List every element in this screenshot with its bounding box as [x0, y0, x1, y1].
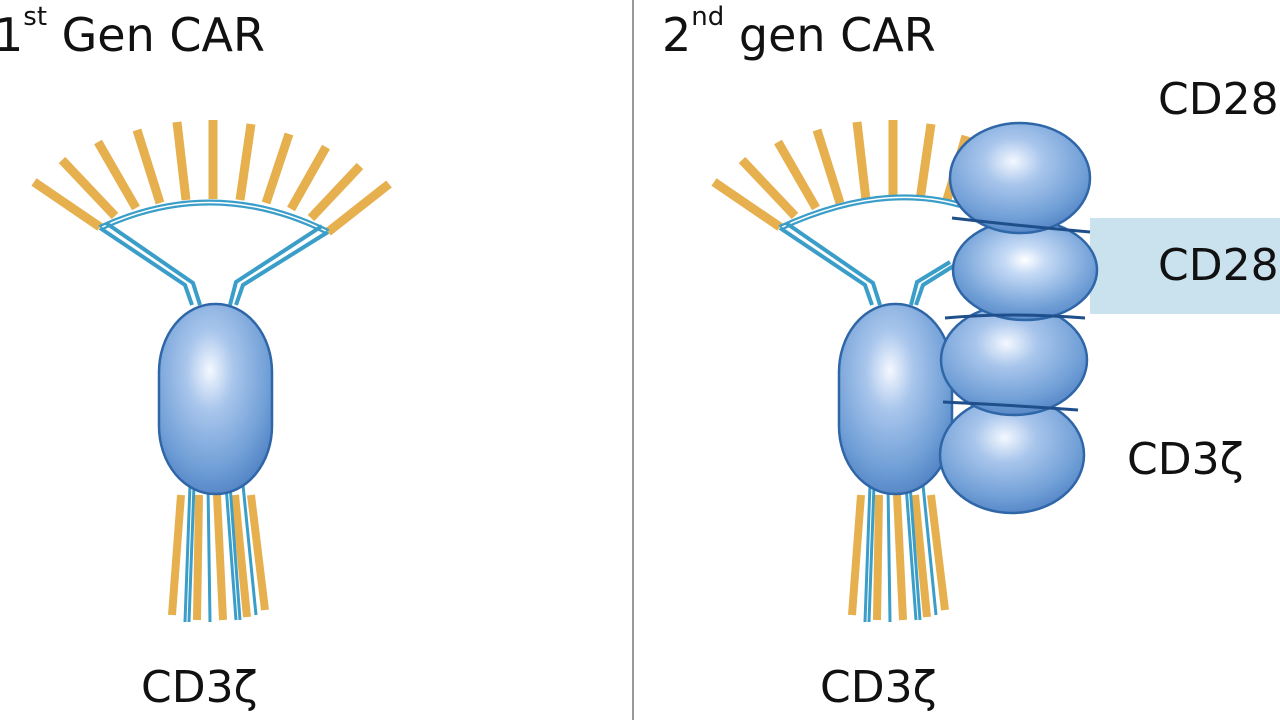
- hinge-strands: [98, 221, 330, 306]
- cd28-domain-top: [948, 121, 1092, 235]
- cd28-label-top: CD28: [1158, 74, 1279, 125]
- cd28-label-band: CD28: [1158, 240, 1279, 291]
- domain-seams: [942, 216, 1091, 412]
- cd28-highlight-band: [1090, 218, 1280, 314]
- cd3z-domain-left: [837, 302, 954, 496]
- cd28-domain-lower: [939, 303, 1089, 417]
- cd28-domain-middle: [951, 218, 1099, 322]
- panel2-title: 2nd gen CAR: [662, 2, 936, 62]
- cd3z-domain: [157, 302, 274, 496]
- domain-stack: [938, 121, 1099, 515]
- hinge-strands-2: [778, 221, 957, 306]
- panel1-bottom-label: CD3ζ: [141, 662, 258, 713]
- cd3z-label-stack: CD3ζ: [1127, 434, 1244, 485]
- panel1-title: 1st Gen CAR: [0, 2, 265, 62]
- panel2-bottom-label: CD3ζ: [820, 662, 937, 713]
- scfv-rods: [31, 120, 392, 236]
- second-gen-car: [711, 120, 1099, 623]
- first-gen-car: [31, 120, 392, 623]
- scfv-rods-2: [711, 120, 971, 231]
- transmembrane-legs: [168, 484, 269, 623]
- linker-arc-2: [778, 194, 961, 231]
- transmembrane-legs-2: [848, 484, 949, 623]
